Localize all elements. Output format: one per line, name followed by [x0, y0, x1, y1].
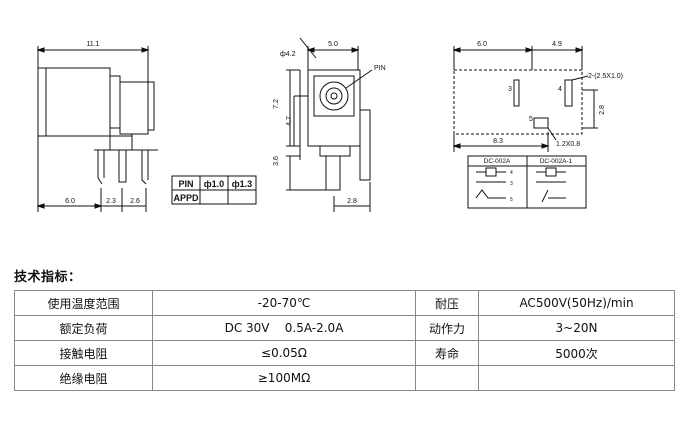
front-view-dim-hole: ф4.2: [280, 51, 296, 58]
spec-label: 使用温度范围: [14, 290, 153, 316]
spec-label: 接触电阻: [14, 340, 153, 366]
spec-label: 耐压: [415, 290, 479, 316]
table-row: 接触电阻 ≤0.05Ω 寿命 5000次: [14, 340, 675, 366]
spec-label: 寿命: [415, 340, 479, 366]
spec-value: AC500V(50Hz)/min: [478, 290, 675, 316]
spec-value: -20-70℃: [152, 290, 416, 316]
front-view-dim-total: 7.2: [273, 99, 280, 109]
pin-table-row-label: APPD: [173, 193, 199, 203]
side-view-drawing: [36, 46, 158, 212]
front-view-pin-label: PIN: [374, 65, 386, 72]
schematic-table: [467, 155, 587, 209]
side-view-dim-bottom-mid: 2.3: [106, 198, 116, 205]
schematic-col1-title: DC-002A: [484, 158, 511, 165]
pcb-pad-3: 3: [508, 86, 512, 93]
schematic-pin-4: 4: [510, 170, 513, 176]
spec-label: 绝缘电阻: [14, 365, 153, 391]
pcb-pad-5: 5: [529, 116, 533, 123]
pcb-slot-label: 2-(2.5X1.0): [588, 73, 623, 80]
pin-table-header-pin: PIN: [178, 179, 193, 189]
pcb-dim-right: 2.8: [599, 105, 606, 115]
table-row: 绝缘电阻 ≥100MΩ: [14, 365, 675, 391]
table-row: 使用温度范围 -20-70℃ 耐压 AC500V(50Hz)/min: [14, 290, 675, 316]
spec-value: 5000次: [478, 340, 675, 366]
spec-value: ≥100MΩ: [152, 365, 416, 391]
specs-table: 使用温度范围 -20-70℃ 耐压 AC500V(50Hz)/min 额定负荷 …: [14, 290, 675, 391]
pcb-dim-bottom: 8.3: [493, 138, 503, 145]
pin-table-header-2: ф1.3: [232, 179, 252, 189]
pcb-layout-drawing: [452, 46, 598, 152]
pcb-dim-top-left: 6.0: [477, 41, 487, 48]
pin-table-header-1: ф1.0: [204, 179, 224, 189]
section-title: 技术指标：: [14, 270, 82, 285]
table-row: 额定负荷 DC 30V 0.5A-2.0A 动作力 3~20N: [14, 315, 675, 341]
pcb-dim-top-right: 4.9: [552, 41, 562, 48]
schematic-col2-title: DC-002A-1: [540, 158, 573, 165]
technical-drawings: 11.1 6.0 2.3 2.6 PIN ф1.0 ф1.3 APPD: [36, 37, 623, 212]
spec-value: DC 30V 0.5A-2.0A: [152, 315, 416, 341]
side-view-dim-bottom-right: 2.6: [130, 198, 140, 205]
front-view-dim-bottom: 3.6: [273, 156, 280, 166]
side-view-dim-top: 11.1: [86, 41, 99, 48]
spec-label: 额定负荷: [14, 315, 153, 341]
front-view-dim-bottom-right: 2.8: [347, 198, 357, 205]
spec-label: [415, 365, 479, 391]
front-view-drawing: [286, 37, 373, 212]
front-view-dim-top: 5.0: [328, 41, 338, 48]
spec-value: ≤0.05Ω: [152, 340, 416, 366]
pin-size-table: [171, 175, 257, 205]
schematic-pin-3: 3: [510, 181, 513, 187]
front-view-dim-mid: 4.7: [286, 116, 293, 126]
side-view-dim-bottom-left: 6.0: [65, 198, 75, 205]
pcb-dim-small: 1.2X0.8: [556, 141, 580, 148]
spec-label: 动作力: [415, 315, 479, 341]
pcb-pad-4: 4: [558, 86, 562, 93]
schematic-pin-5: 5: [510, 197, 513, 203]
spec-value: [478, 365, 675, 391]
spec-value: 3~20N: [478, 315, 675, 341]
